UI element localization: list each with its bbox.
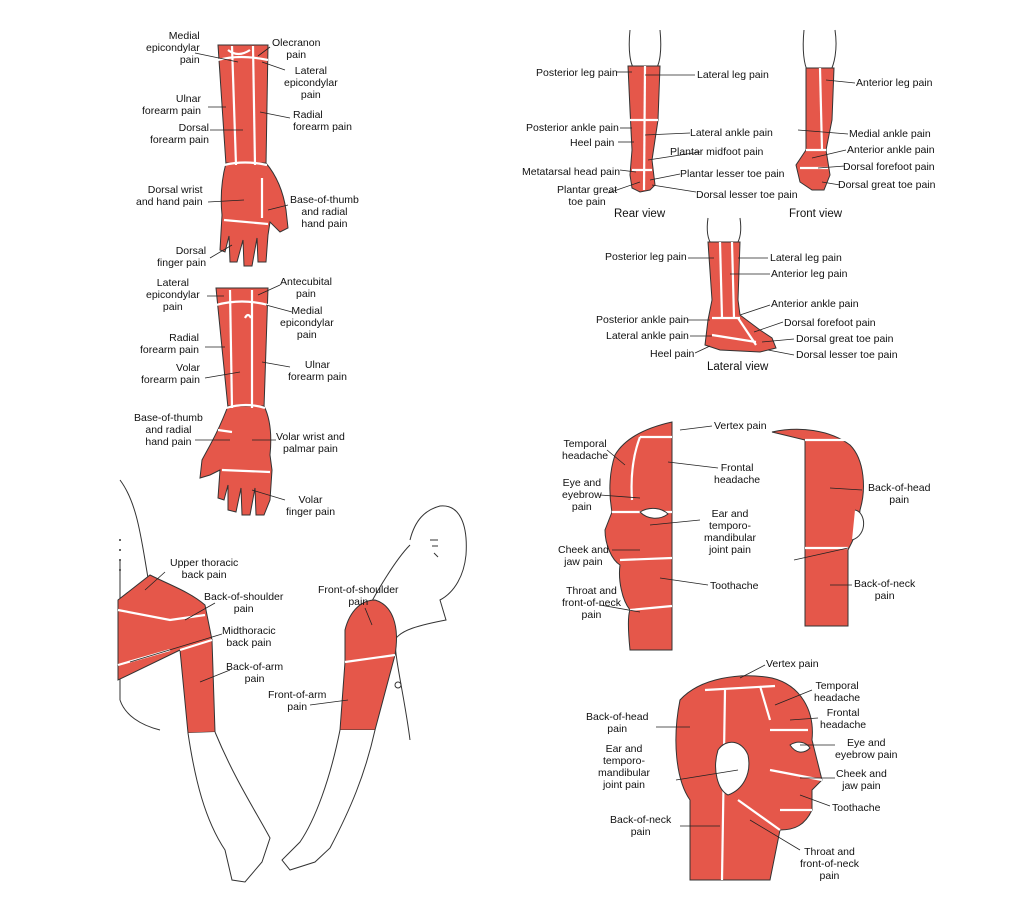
label-split-toothache: Toothache [710, 580, 759, 592]
label-front-anterior-ankle-pain: Anterior ankle pain [847, 144, 935, 156]
dorsal-hand-region [219, 162, 289, 267]
label-lat-anterior-leg-pain: Anterior leg pain [771, 268, 848, 280]
label-front-dorsal-forefoot-pain: Dorsal forefoot pain [843, 161, 935, 173]
front-view-caption: Front view [789, 208, 843, 220]
label-front-dorsal-great-toe-pain: Dorsal great toe pain [838, 179, 936, 191]
label-front-anterior-leg-pain: Anterior leg pain [856, 77, 933, 89]
leg-rear-drawing [627, 29, 662, 193]
label-lat-dorsal-great-toe-pain: Dorsal great toe pain [796, 333, 894, 345]
label-lat-anterior-ankle-pain: Anterior ankle pain [771, 298, 859, 310]
leg-lateral-drawing [704, 217, 777, 353]
label-medial-ankle-pain: Medial ankle pain [849, 128, 931, 140]
lateral-view-caption: Lateral view [707, 361, 769, 373]
head-split-drawing [604, 421, 865, 651]
label-lat-heel-pain: Heel pain [650, 348, 695, 360]
back-of-arm-region [179, 639, 216, 734]
label-dorsal-lesser-toe-pain: Dorsal lesser toe pain [696, 189, 798, 201]
label-rear-lateral-leg-pain: Lateral leg pain [697, 69, 769, 81]
label-lat-posterior-leg-pain: Posterior leg pain [605, 251, 687, 263]
label-rear-lateral-ankle-pain: Lateral ankle pain [690, 127, 773, 139]
front-arm-region [339, 654, 396, 731]
label-lat-posterior-ankle-pain: Posterior ankle pain [596, 314, 689, 326]
dorsal-forearm-region [217, 44, 269, 166]
label-plantar-lesser-toe-pain: Plantar lesser toe pain [680, 168, 785, 180]
label-rear-posterior-ankle-pain: Posterior ankle pain [526, 122, 619, 134]
label-metatarsal-head-pain: Metatarsal head pain [522, 166, 621, 178]
label-lat-lateral-leg-pain: Lateral leg pain [770, 252, 842, 264]
arm-volar-drawing [199, 287, 273, 516]
label-profile-vertex-pain: Vertex pain [766, 658, 819, 670]
label-lat-dorsal-lesser-toe-pain: Dorsal lesser toe pain [796, 349, 898, 361]
volar-hand-region [199, 405, 273, 516]
rear-view-caption: Rear view [614, 208, 666, 220]
face-half-region [604, 421, 673, 651]
front-leg-region [795, 67, 835, 191]
label-split-vertex-pain: Vertex pain [714, 420, 767, 432]
leader-lines [129, 46, 863, 851]
label-lat-dorsal-forefoot-pain: Dorsal forefoot pain [784, 317, 876, 329]
back-shoulder-drawing [117, 479, 271, 883]
front-shoulder-drawing [281, 505, 467, 871]
head-profile-drawing [675, 675, 823, 881]
label-profile-toothache: Toothache [832, 802, 881, 814]
label-rear-posterior-leg-pain: Posterior leg pain [536, 67, 618, 79]
arm-dorsal-drawing [217, 44, 289, 267]
front-shoulder-region [344, 599, 397, 663]
leg-front-drawing [795, 29, 837, 191]
head-back-half-region [771, 428, 864, 627]
label-rear-heel-pain: Heel pain [570, 137, 615, 149]
label-plantar-midfoot-pain: Plantar midfoot pain [670, 146, 764, 158]
label-lat-lateral-ankle-pain: Lateral ankle pain [606, 330, 689, 342]
volar-forearm-region [215, 287, 269, 409]
